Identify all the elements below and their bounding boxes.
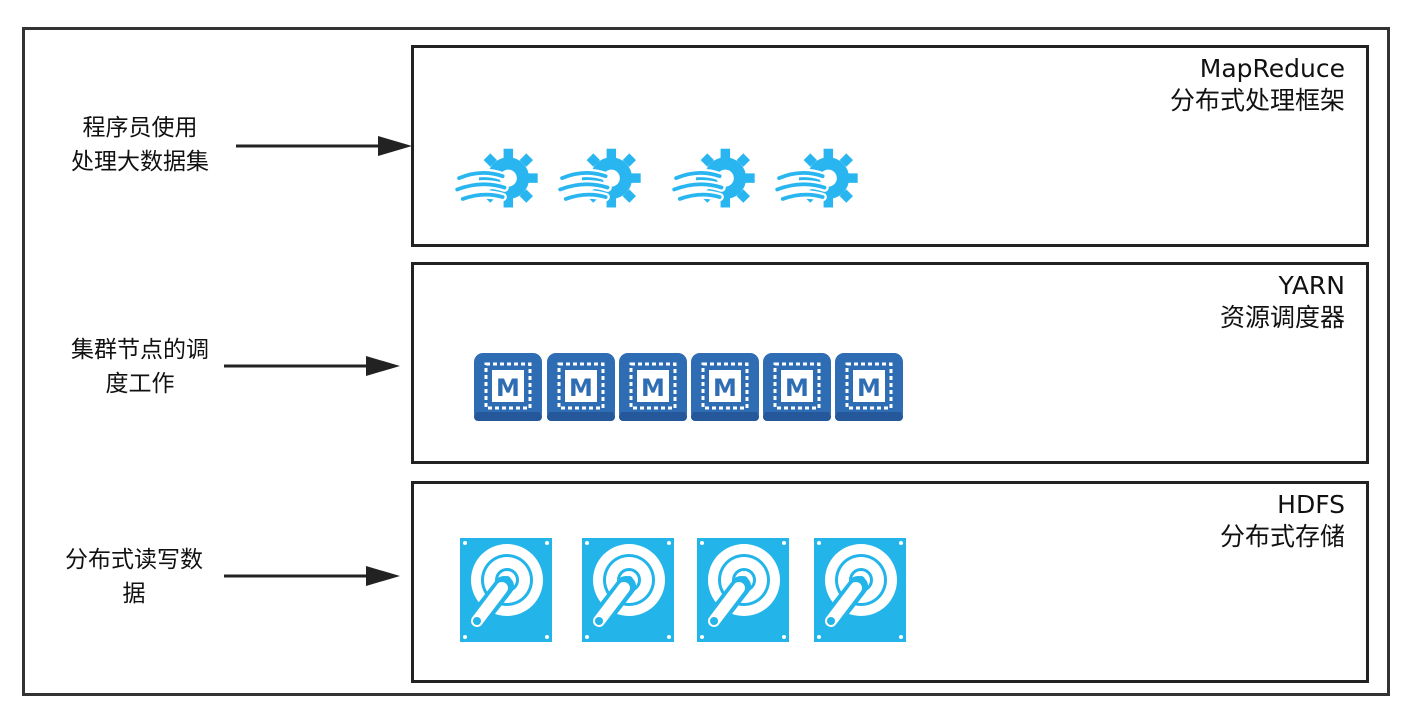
- memory-chip-icon: [546, 352, 616, 422]
- layer-name: HDFS: [1277, 490, 1345, 519]
- arrow-right-icon: [224, 356, 400, 376]
- layer-description: 分布式处理框架: [1169, 86, 1345, 115]
- memory-chip-icon: [618, 352, 688, 422]
- hard-disk-icon: [697, 538, 789, 642]
- arrow-right-icon: [236, 136, 412, 156]
- hard-disk-icon: [582, 538, 674, 642]
- layer-title-hdfs: HDFS 分布式存储: [1220, 489, 1345, 553]
- memory-chip-icon: [762, 352, 832, 422]
- label-line: 程序员使用: [82, 115, 198, 141]
- hard-disk-icon: [814, 538, 906, 642]
- side-label-hdfs: 分布式读写数 据: [34, 543, 234, 611]
- side-label-yarn: 集群节点的调 度工作: [40, 333, 240, 401]
- layer-name: YARN: [1278, 271, 1345, 300]
- mapreduce-gear-icon: [556, 144, 642, 216]
- memory-chip-icon: [690, 352, 760, 422]
- mapreduce-gear-icon: [670, 144, 756, 216]
- label-line: 据: [122, 581, 146, 607]
- label-line: 处理大数据集: [71, 149, 209, 175]
- layer-name: MapReduce: [1199, 54, 1345, 83]
- memory-chip-icon: [473, 352, 543, 422]
- layer-mapreduce: MapReduce 分布式处理框架: [411, 45, 1369, 247]
- mapreduce-gear-icon: [453, 144, 539, 216]
- hard-disk-icon: [460, 538, 552, 642]
- memory-chip-icon: [834, 352, 904, 422]
- layer-description: 资源调度器: [1219, 303, 1345, 332]
- label-line: 度工作: [105, 371, 175, 397]
- layer-title-yarn: YARN 资源调度器: [1220, 270, 1345, 334]
- label-line: 集群节点的调: [71, 337, 209, 363]
- layer-description: 分布式存储: [1219, 522, 1345, 551]
- layer-title-mapreduce: MapReduce 分布式处理框架: [1170, 53, 1345, 117]
- label-line: 分布式读写数: [65, 547, 203, 573]
- mapreduce-gear-icon: [773, 144, 859, 216]
- diagram-frame: [22, 27, 1390, 696]
- side-label-mapreduce: 程序员使用 处理大数据集: [40, 111, 240, 179]
- arrow-right-icon: [224, 566, 400, 586]
